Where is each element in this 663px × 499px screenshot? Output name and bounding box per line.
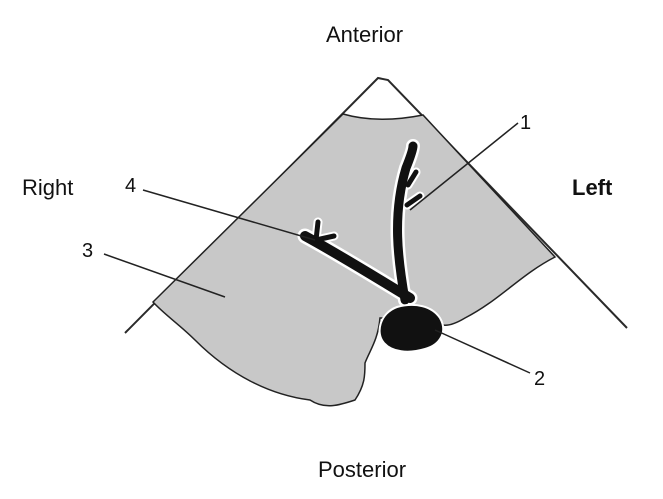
right-label: Right bbox=[22, 175, 74, 200]
leader-line-2 bbox=[434, 329, 531, 374]
structure-2 bbox=[378, 303, 445, 353]
callout-number-4: 4 bbox=[125, 175, 137, 197]
leader-line-4 bbox=[142, 189, 316, 241]
leader-line-3 bbox=[103, 253, 226, 298]
posterior-label: Posterior bbox=[318, 457, 407, 482]
callout-number-3: 3 bbox=[82, 240, 94, 262]
callout-number-2: 2 bbox=[534, 368, 546, 390]
left-label: Left bbox=[572, 175, 613, 200]
callout-number-1: 1 bbox=[520, 112, 532, 134]
anterior-label: Anterior bbox=[326, 22, 404, 47]
vessel-4 bbox=[300, 219, 415, 303]
vessel-1 bbox=[393, 141, 423, 305]
leader-line-1 bbox=[409, 122, 519, 211]
